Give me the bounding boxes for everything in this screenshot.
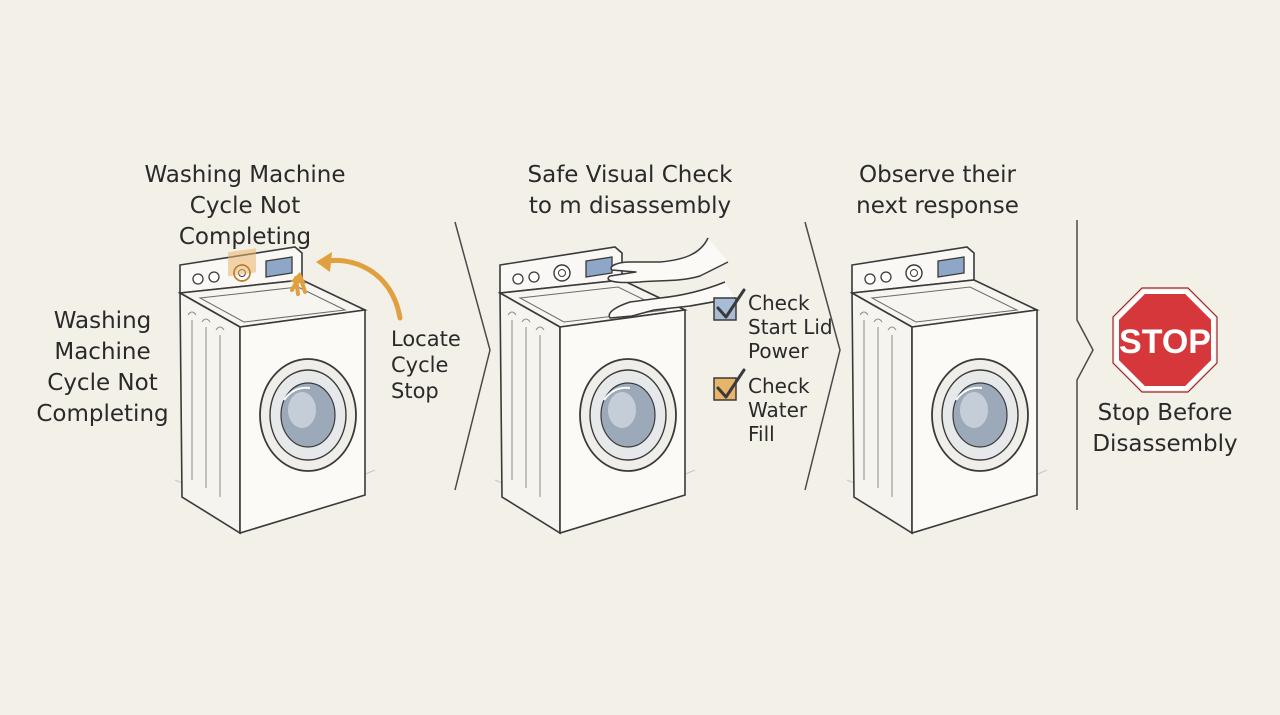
curved-arrow-icon <box>290 252 403 321</box>
panel1-title: Washing Machine Cycle Not Completing <box>144 162 346 250</box>
washing-machine-icon <box>494 246 696 534</box>
checkbox-icon <box>713 368 746 401</box>
panel1-arrow-label: Locate Cycle Stop <box>391 327 461 403</box>
chevron-divider-icon <box>804 221 841 491</box>
stop-sign-icon: STOP <box>1112 287 1218 393</box>
stop-sign-text: STOP <box>1119 323 1211 361</box>
panel1-side-label: Washing Machine Cycle Not Completing <box>36 308 169 427</box>
chevron-divider-icon <box>1076 220 1094 510</box>
checkbox-icon <box>713 288 746 321</box>
panel2-title: Safe Visual Check to m disassembly <box>527 162 733 219</box>
panel3-title: Observe their next response <box>856 162 1019 219</box>
chevron-divider-icon <box>454 221 491 491</box>
checklist-item-2: Check Water Fill <box>748 374 810 446</box>
panel4-caption: Stop Before Disassembly <box>1092 400 1238 457</box>
washing-machine-icon <box>846 246 1048 534</box>
washing-machine-icon <box>174 246 376 534</box>
checklist-item-1: Check Start Lid Power <box>748 291 833 363</box>
hand-icon <box>607 237 736 319</box>
